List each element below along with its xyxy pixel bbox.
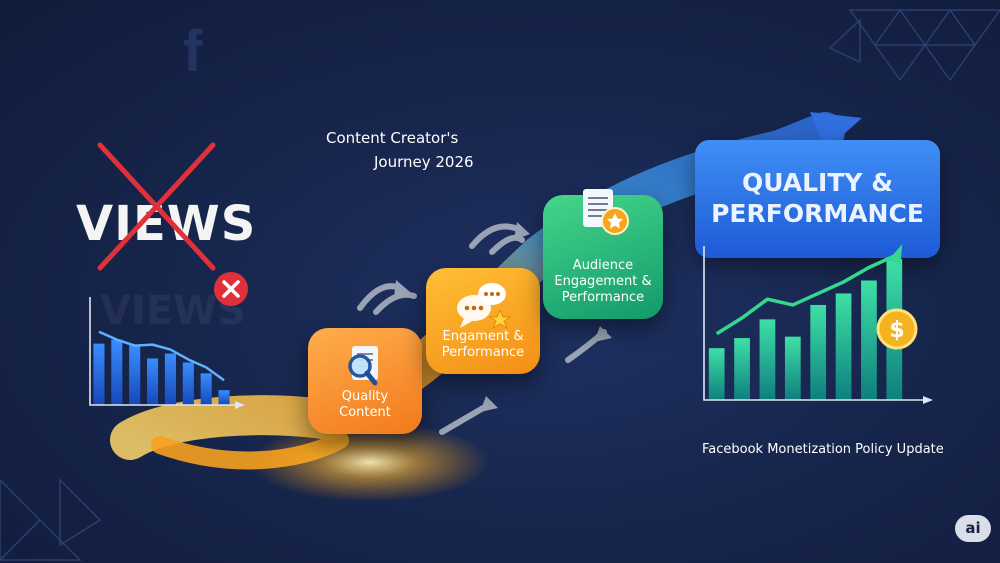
close-icon	[214, 272, 248, 306]
bar	[147, 358, 159, 405]
engagement-performance-label: Engament & Performance	[441, 329, 525, 360]
bar	[734, 338, 750, 400]
chart-axes	[703, 246, 929, 401]
ai-badge: ai	[955, 515, 991, 542]
quality-content-label: Quality Content	[339, 389, 391, 420]
bar	[129, 345, 141, 405]
cross-out-mark	[97, 142, 216, 271]
audience-engagement-card: Audience Engagement & Performance	[543, 189, 663, 319]
document-star-icon	[583, 189, 629, 235]
facebook-logo-watermark: f	[183, 19, 203, 84]
axis-arrowhead	[923, 396, 933, 404]
bar	[708, 348, 725, 400]
bar	[164, 353, 176, 405]
journey-title: Content Creator's Journey 2026	[326, 126, 474, 174]
trend-line	[98, 330, 225, 382]
declining-views-chart	[89, 297, 245, 409]
bar	[759, 319, 776, 400]
audience-engagement-label: Audience Engagement & Performance	[554, 258, 652, 305]
chart-axes	[89, 297, 241, 406]
dollar-coin-icon: $	[876, 308, 918, 350]
goal-line1: QUALITY &	[741, 168, 894, 197]
trend-line	[715, 254, 896, 336]
chat-bubbles-icon	[457, 283, 512, 330]
bar	[861, 280, 877, 400]
quality-performance-banner: QUALITY & PERFORMANCE	[695, 140, 940, 258]
bar	[835, 293, 852, 400]
bar	[200, 373, 212, 405]
bar	[784, 336, 801, 400]
quality-content-card: Quality Content	[308, 328, 422, 434]
bar	[111, 339, 123, 405]
bar	[182, 362, 194, 405]
journey-title-line1: Content Creator's	[326, 129, 459, 147]
bar	[93, 343, 105, 405]
triangle-pattern-decor	[0, 9, 1000, 562]
rising-performance-chart	[703, 244, 933, 404]
document-magnifier-icon	[348, 346, 378, 386]
engagement-performance-card: Engament & Performance	[426, 268, 540, 374]
bar	[218, 390, 230, 405]
views-label: VIEWS	[76, 196, 257, 252]
trend-arrowhead	[888, 244, 903, 264]
goal-line2: PERFORMANCE	[711, 199, 924, 228]
bar	[810, 304, 827, 400]
svg-text:$: $	[889, 318, 904, 343]
journey-title-line2: Journey 2026	[374, 153, 474, 171]
policy-caption: Facebook Monetization Policy Update	[702, 442, 944, 457]
axis-arrowhead	[235, 401, 245, 409]
